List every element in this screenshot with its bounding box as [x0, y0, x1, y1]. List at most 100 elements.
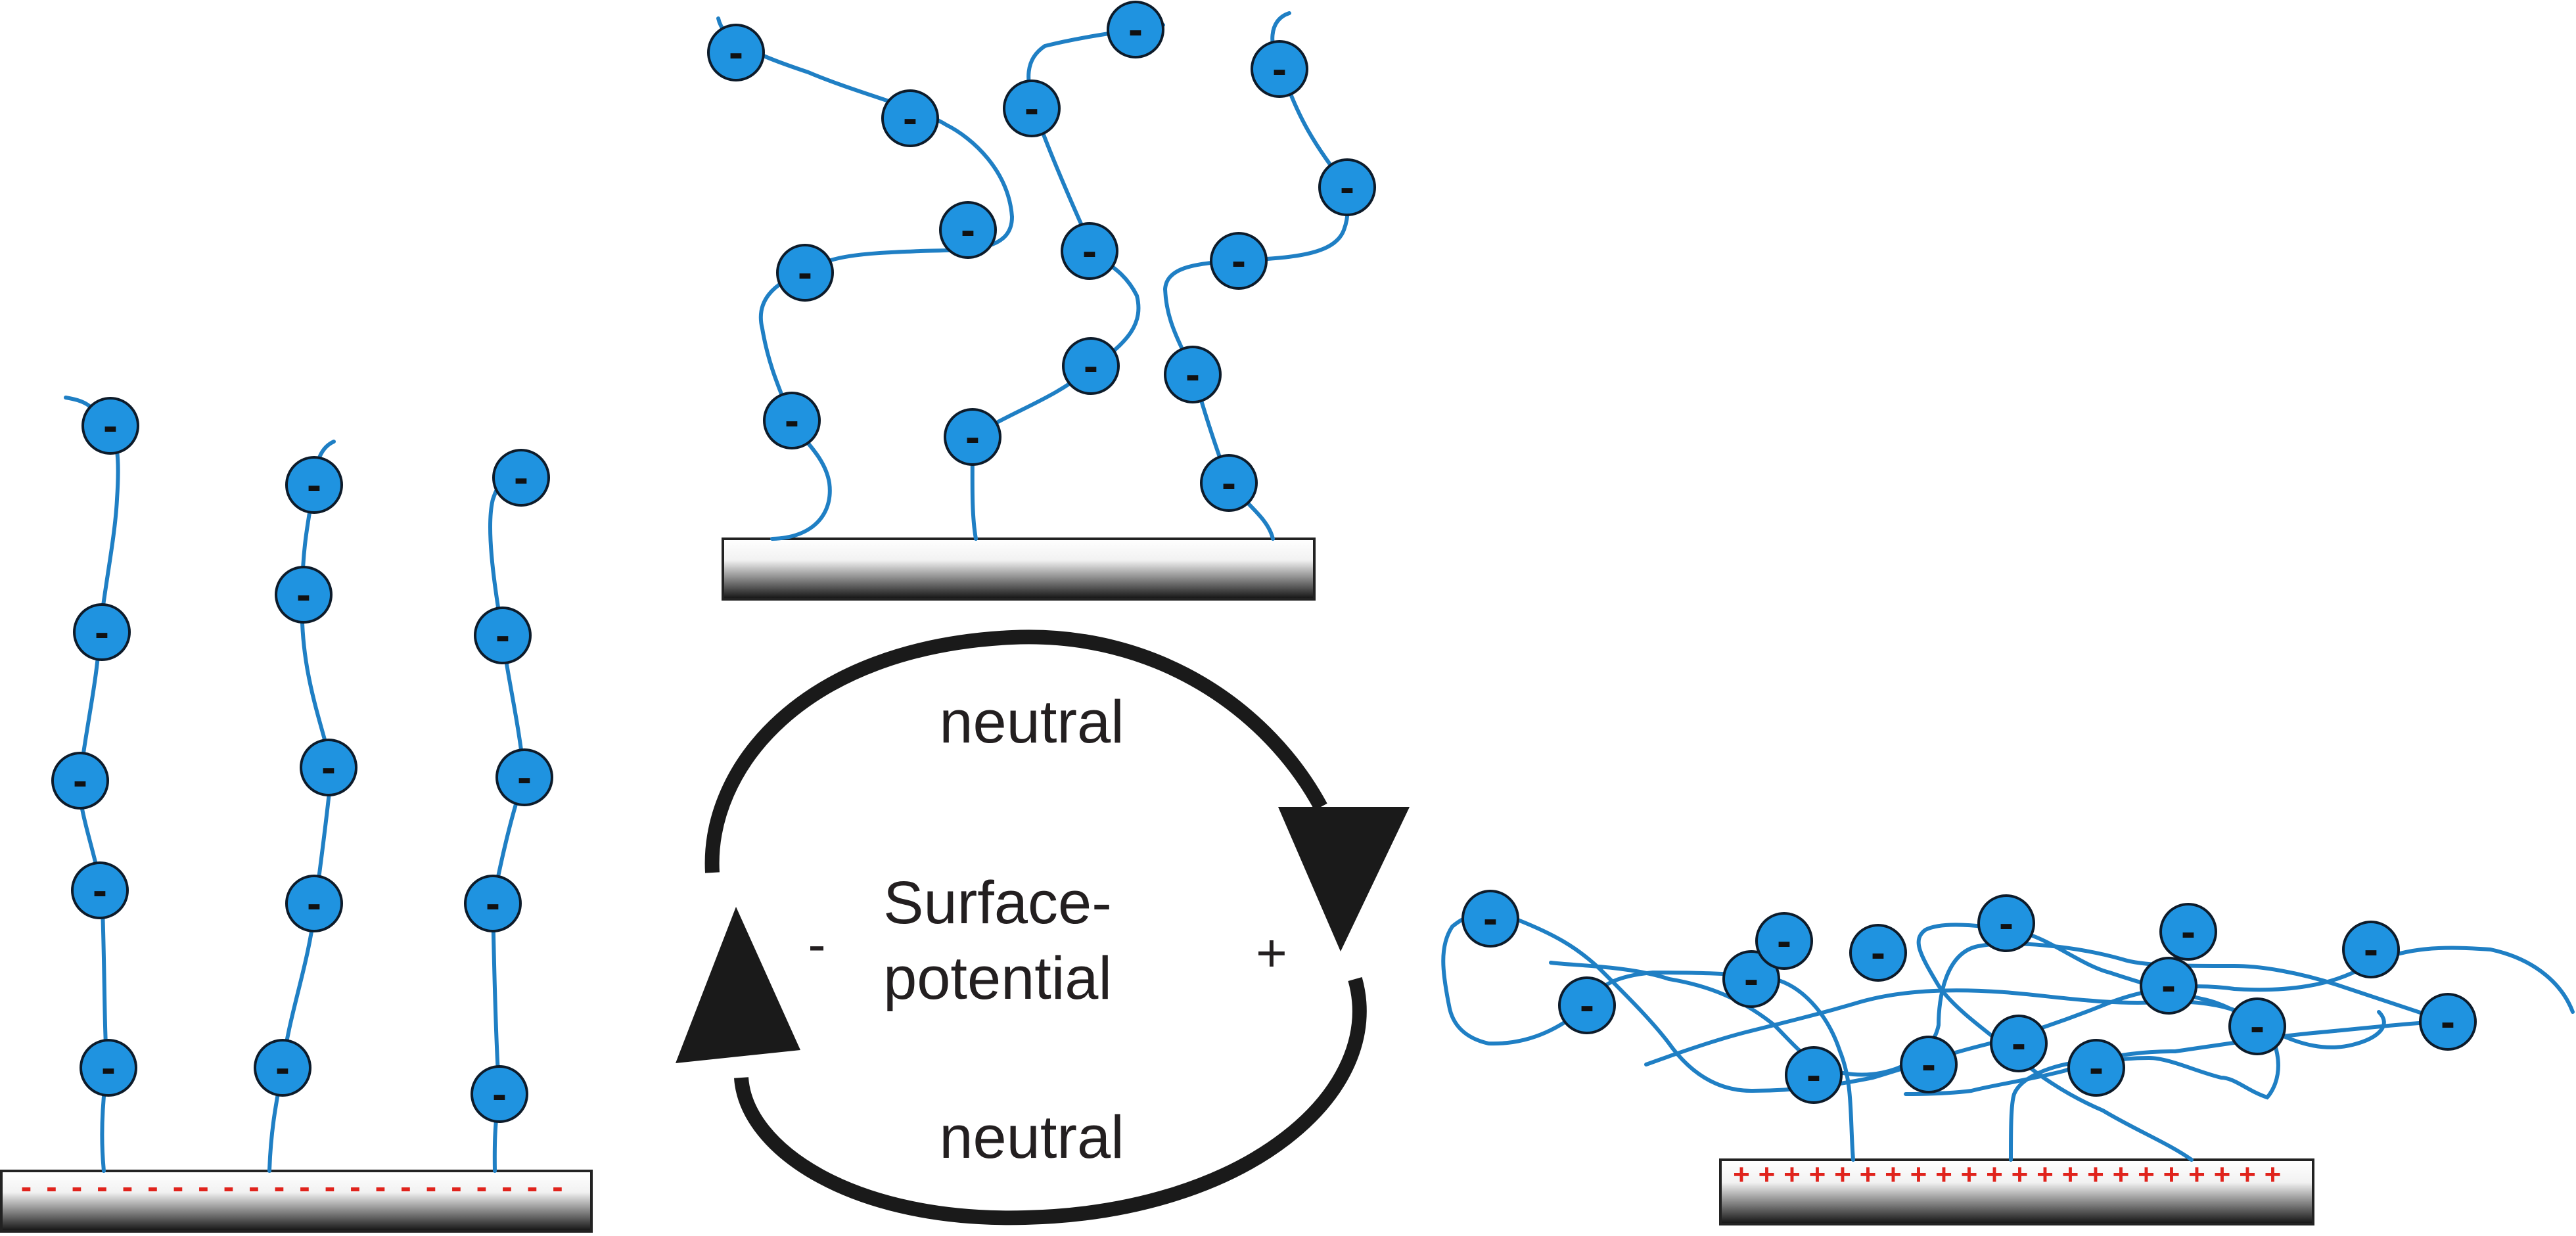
clockwise-arrow-icon [1278, 807, 1410, 951]
surface-charge-plus: + [2036, 1158, 2054, 1191]
surface-charge-minus: - [350, 1168, 361, 1205]
charged-bead: - [1722, 950, 1780, 1008]
top-neutral-label: neutral [939, 689, 1124, 756]
bead-charge-sign: - [785, 396, 799, 444]
bead-charge-sign: - [296, 570, 311, 618]
bead-charge-sign: - [1744, 954, 1759, 1003]
negative-surface-charges: ---------------------- [21, 1168, 563, 1205]
surface-charge-plus: + [1860, 1158, 1877, 1191]
bead-charge-sign: - [1999, 898, 2013, 947]
surface-charge-minus: - [21, 1168, 32, 1205]
positive-potential-sign: + [1256, 923, 1287, 983]
surface-charge-plus: + [1733, 1158, 1750, 1191]
charged-bead: - [1061, 222, 1118, 280]
surface-charge-plus: + [2188, 1158, 2205, 1191]
charged-bead: - [471, 1065, 528, 1123]
surface-charge-plus: + [1834, 1158, 1851, 1191]
bead-charge-sign: - [307, 879, 321, 927]
charged-bead: - [2342, 921, 2400, 978]
surface-charge-minus: - [375, 1168, 386, 1205]
charged-bead: - [1755, 912, 1813, 970]
bead-charge-sign: - [307, 460, 321, 509]
surface-potential-label-line2: potential [883, 945, 1112, 1012]
positive-surface: ++++++++++++++++++++++ [1719, 1158, 2314, 1225]
surface-charge-plus: + [1783, 1158, 1801, 1191]
surface-charge-plus: + [2138, 1158, 2155, 1191]
charged-bead: - [285, 875, 343, 932]
bead-charge-sign: - [1272, 44, 1287, 93]
charged-bead: - [944, 408, 1001, 466]
charged-bead: - [1785, 1046, 1843, 1104]
charged-bead: - [1200, 454, 1258, 512]
bead-charge-sign: - [1084, 341, 1098, 390]
bead-charge-sign: - [1231, 236, 1246, 285]
bead-charge-sign: - [95, 607, 109, 656]
surface-charge-minus: - [476, 1168, 488, 1205]
charged-bead: - [2140, 957, 2197, 1015]
bottom-neutral-label: neutral [939, 1104, 1124, 1171]
charged-bead: - [763, 392, 821, 449]
surface-charge-minus: - [451, 1168, 462, 1205]
surface-charge-plus: + [2087, 1158, 2104, 1191]
bead-charge-sign: - [1921, 1040, 1936, 1088]
neutral-surface [722, 538, 1316, 601]
bead-charge-sign: - [492, 1069, 507, 1118]
surface-charge-plus: + [1759, 1158, 1776, 1191]
charged-bead: - [254, 1039, 311, 1097]
surface-charge-minus: - [46, 1168, 57, 1205]
bead-charge-sign: - [101, 1043, 116, 1091]
bead-charge-sign: - [729, 28, 743, 76]
charged-bead: - [495, 748, 553, 806]
charged-bead: - [1062, 337, 1120, 395]
charged-bead: - [2419, 993, 2477, 1051]
polymer-chain [970, 23, 1165, 541]
negative-potential-sign: - [808, 915, 825, 974]
charged-bead: - [1003, 80, 1061, 137]
bead-charge-sign: - [275, 1043, 290, 1091]
charged-bead: - [73, 603, 131, 661]
surface-charge-minus: - [122, 1168, 133, 1205]
bead-charge-sign: - [486, 879, 500, 927]
polymer-chain [1549, 942, 2449, 1162]
charged-bead: - [939, 201, 997, 259]
surface-charge-minus: - [426, 1168, 437, 1205]
charged-bead: - [51, 752, 109, 810]
surface-charge-minus: - [527, 1168, 538, 1205]
bead-charge-sign: - [2089, 1043, 2104, 1091]
charged-bead: - [707, 24, 765, 81]
surface-charge-minus: - [274, 1168, 285, 1205]
charged-bead: - [300, 739, 357, 796]
bead-charge-sign: - [1128, 5, 1143, 53]
surface-charge-plus: + [2239, 1158, 2256, 1191]
surface-charge-plus: + [1986, 1158, 2003, 1191]
bead-charge-sign: - [1806, 1050, 1821, 1099]
surface-charge-minus: - [400, 1168, 411, 1205]
charged-bead: - [1107, 1, 1164, 58]
charged-bead: - [492, 449, 550, 507]
bead-charge-sign: - [73, 756, 87, 804]
negative-surface: ---------------------- [0, 1168, 593, 1233]
surface-charge-minus: - [97, 1168, 108, 1205]
charged-bead: - [81, 397, 139, 455]
charged-bead: - [1251, 40, 1308, 98]
bead-charge-sign: - [2364, 925, 2378, 973]
bead-charge-sign: - [1222, 458, 1236, 507]
positive-surface-charges: ++++++++++++++++++++++ [1733, 1158, 2281, 1191]
surface-charge-minus: - [173, 1168, 184, 1205]
charged-beads: ----------------------------------------… [51, 1, 2477, 1123]
bead-charge-sign: - [1580, 980, 1594, 1029]
bead-charge-sign: - [2161, 961, 2176, 1009]
bead-charge-sign: - [1340, 162, 1354, 211]
bead-charge-sign: - [2441, 997, 2455, 1045]
bead-charge-sign: - [514, 453, 528, 501]
surface-charge-plus: + [1935, 1158, 1952, 1191]
charged-bead: - [464, 875, 522, 932]
surface-charge-minus: - [552, 1168, 563, 1205]
charged-bead: - [80, 1039, 137, 1097]
cycle-arc-top [704, 629, 1327, 873]
bead-charge-sign: - [1777, 916, 1791, 965]
bead-charge-sign: - [2250, 1001, 2265, 1050]
charged-bead: - [2228, 997, 2286, 1055]
bead-charge-sign: - [321, 743, 336, 791]
bead-charge-sign: - [965, 412, 980, 461]
